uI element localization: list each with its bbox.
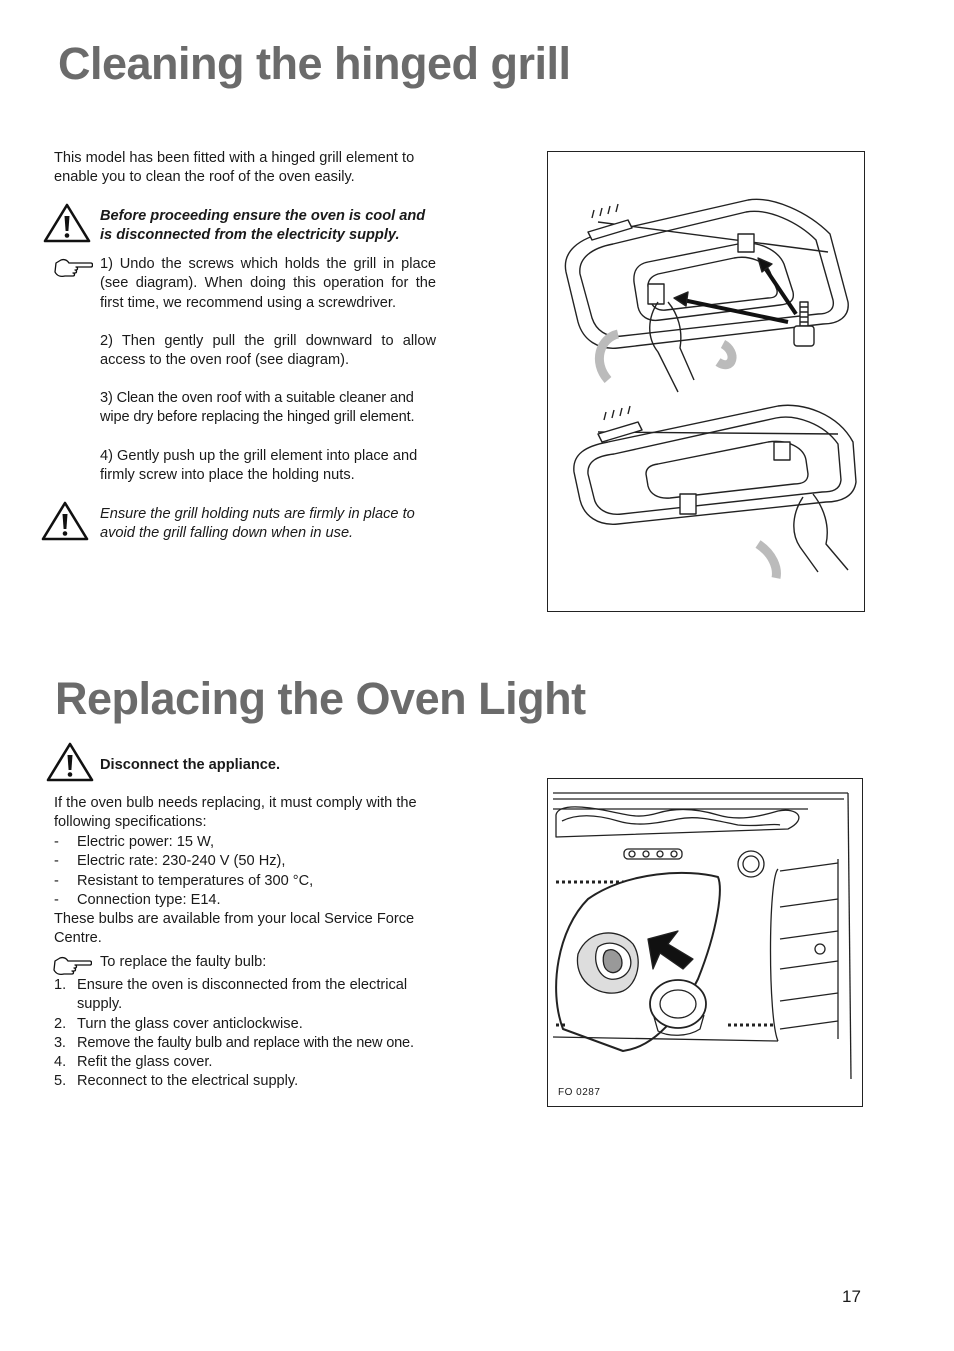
hinged-grill-illustration — [564, 198, 857, 579]
section1-title: Cleaning the hinged grill — [58, 38, 571, 89]
warning-triangle-icon — [46, 742, 94, 782]
page-number: 17 — [842, 1287, 861, 1306]
list-item: 3.Remove the faulty bulb and replace wit… — [54, 1034, 414, 1051]
list-item: -Electric power: 15 W, — [54, 834, 215, 850]
section1-intro: This model has been fitted with a hinged… — [54, 150, 415, 186]
list-item: -Electric rate: 230-240 V (50 Hz), — [54, 853, 286, 870]
oven-light-diagram: FO 0287 — [547, 778, 863, 1107]
section1-step-1: 1) Undo the screws which holds the grill… — [100, 256, 436, 311]
list-item: -Resistant to temperatures of 300 °C, — [54, 872, 314, 889]
list-item: 4.Refit the glass cover. — [54, 1054, 213, 1071]
pointing-hand-icon — [53, 956, 92, 976]
oven-light-illustration — [552, 792, 852, 1080]
section1-step-2: 2) Then gently pull the grill downward t… — [100, 333, 436, 369]
figure-code: FO 0287 — [558, 1087, 601, 1098]
list-item: -Connection type: E14. — [54, 891, 221, 908]
warning-triangle-icon — [43, 203, 91, 243]
list-item: 2.Turn the glass cover anticlockwise. — [54, 1015, 303, 1032]
section2-availability: These bulbs are available from your loca… — [54, 911, 415, 947]
section1-warning-cool: Before proceeding ensure the oven is coo… — [100, 208, 426, 244]
grill-diagram — [547, 151, 865, 612]
pointing-hand-icon — [54, 258, 93, 278]
section2-warning: Disconnect the appliance. — [100, 757, 281, 773]
warning-triangle-icon — [41, 501, 89, 541]
section2-replace-intro: To replace the faulty bulb: — [100, 954, 267, 970]
list-item: 5.Reconnect to the electrical supply. — [54, 1073, 299, 1090]
section1-warning-nuts: Ensure the grill holding nuts are firmly… — [100, 506, 415, 542]
section2-intro: If the oven bulb needs replacing, it mus… — [54, 795, 417, 831]
section1-step-3: 3) Clean the oven roof with a suitable c… — [100, 390, 415, 426]
spec-list: -Electric power: 15 W, -Electric rate: 2… — [54, 833, 439, 910]
section1-step-4: 4) Gently push up the grill element into… — [100, 448, 418, 484]
replace-steps-list: 1.Ensure the oven is disconnected from t… — [54, 976, 439, 1092]
list-item: 1.Ensure the oven is disconnected from t… — [54, 977, 408, 1013]
section2-title: Replacing the Oven Light — [55, 673, 586, 724]
